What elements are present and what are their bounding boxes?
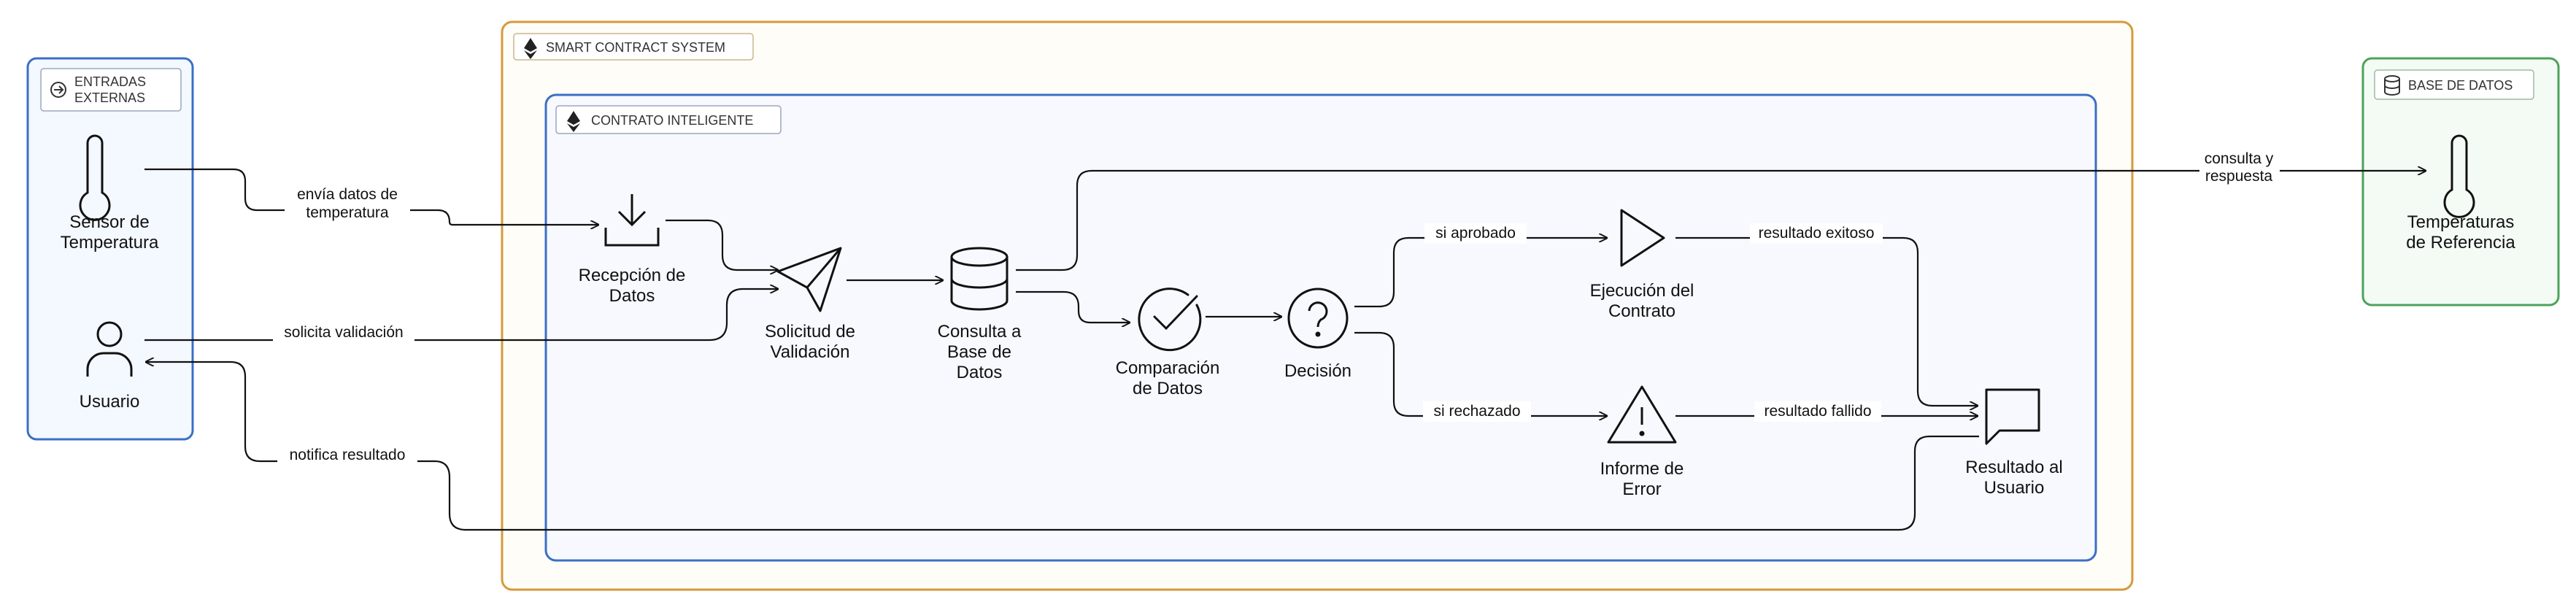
node-reference-label-line1: Temperaturas: [2407, 212, 2515, 232]
external-inputs-title-line2: EXTERNAS: [74, 90, 145, 105]
edge-label-notifies: notifica resultado: [290, 447, 406, 463]
group-smart-contract: CONTRATO INTELIGENTE: [544, 93, 2097, 562]
edge-labels: envía datos de temperatura solicita vali…: [273, 147, 2280, 467]
node-decision[interactable]: Decisión: [1284, 288, 1351, 381]
node-compare-label-line2: de Datos: [1133, 379, 1203, 398]
play-icon: [1620, 209, 1665, 267]
node-execution-label-line1: Ejecución del: [1590, 281, 1694, 301]
edge-reception-to-validation: [666, 219, 778, 270]
node-sensor-label-line1: Sensor de: [69, 212, 149, 232]
node-reception-label-line2: Datos: [609, 286, 655, 306]
edge-query-to-compare: [1016, 290, 1130, 323]
node-query[interactable]: Consulta a Base de Datos: [938, 247, 1022, 382]
arrow-right-circle-icon: [50, 82, 66, 98]
node-result-label-line1: Resultado al: [1965, 458, 2062, 477]
download-icon: [604, 194, 660, 247]
node-error-label-line1: Informe de: [1600, 459, 1684, 479]
node-reception-label-line1: Recepción de: [579, 266, 686, 285]
edge-decision-to-error: [1354, 331, 1607, 416]
edge-label-success: resultado exitoso: [1759, 225, 1875, 242]
edges: [144, 168, 2426, 531]
external-inputs-title-line1: ENTRADAS: [74, 74, 146, 89]
node-error-label-line2: Error: [1622, 479, 1661, 499]
edge-execution-to-result: [1675, 236, 1978, 406]
node-sensor[interactable]: Sensor de Temperatura: [61, 134, 159, 252]
edge-decision-to-execution: [1354, 238, 1607, 308]
node-result-label-line2: Usuario: [1984, 478, 2045, 498]
smart-contract-system-title: SMART CONTRACT SYSTEM: [546, 40, 725, 55]
node-error[interactable]: Informe de Error: [1600, 385, 1684, 499]
node-user-label: Usuario: [80, 392, 140, 412]
edge-label-failed: resultado fallido: [1764, 403, 1871, 420]
database-icon: [950, 247, 1009, 311]
message-square-icon: [1985, 388, 2040, 445]
check-circle-icon: [1138, 288, 1202, 352]
edge-label-query-response-line1: consulta y: [2205, 150, 2274, 167]
node-reception[interactable]: Recepción de Datos: [579, 194, 686, 306]
node-validation-label-line2: Validación: [771, 342, 850, 362]
edge-label-rejected: si rechazado: [1433, 403, 1520, 420]
help-circle-icon: [1287, 288, 1349, 349]
group-database: BASE DE DATOS: [2361, 57, 2560, 306]
node-query-label-line2: Base de: [947, 342, 1011, 362]
node-result[interactable]: Resultado al Usuario: [1965, 388, 2063, 498]
database-icon: [2384, 75, 2400, 96]
edge-sensor-to-reception: [144, 168, 598, 225]
edge-label-sends-data-line2: temperatura: [306, 204, 389, 221]
edge-result-to-user: [146, 362, 1979, 531]
user-icon: [86, 321, 133, 377]
node-reference[interactable]: Temperaturas de Referencia: [2406, 134, 2515, 252]
ethereum-icon: [524, 38, 537, 59]
node-user[interactable]: Usuario: [80, 321, 140, 412]
smart-contract-title: CONTRATO INTELIGENTE: [591, 113, 753, 128]
node-decision-label: Decisión: [1284, 361, 1351, 381]
ethereum-icon: [567, 111, 580, 132]
smart-contract-system-title-box: SMART CONTRACT SYSTEM: [513, 33, 754, 61]
edge-user-to-validation: [144, 289, 778, 342]
edge-query-to-reference: [1016, 171, 2426, 271]
node-query-label-line1: Consulta a: [938, 322, 1022, 342]
database-title-box: BASE DE DATOS: [2374, 69, 2534, 100]
edge-label-sends-data-line1: envía datos de: [297, 186, 398, 203]
node-execution-label-line2: Contrato: [1608, 301, 1675, 321]
smart-contract-title-box: CONTRATO INTELIGENTE: [555, 105, 782, 134]
node-sensor-label-line2: Temperatura: [61, 233, 159, 252]
node-query-label-line3: Datos: [957, 363, 1003, 382]
group-external-inputs: ENTRADAS EXTERNAS: [26, 57, 194, 441]
thermometer-icon: [79, 134, 111, 221]
alert-triangle-icon: [1607, 385, 1677, 444]
edge-label-requests-validation: solicita validación: [284, 324, 403, 341]
edge-label-approved: si aprobado: [1435, 225, 1516, 242]
send-icon: [776, 247, 842, 312]
node-compare-label-line1: Comparación: [1116, 358, 1220, 378]
node-reference-label-line2: de Referencia: [2406, 233, 2515, 252]
external-inputs-title-box: ENTRADAS EXTERNAS: [40, 68, 182, 112]
node-compare[interactable]: Comparación de Datos: [1116, 288, 1220, 398]
database-title: BASE DE DATOS: [2408, 78, 2513, 93]
edge-label-query-response-line2: respuesta: [2205, 168, 2273, 185]
node-validation[interactable]: Solicitud de Validación: [765, 247, 855, 362]
node-validation-label-line1: Solicitud de: [765, 322, 855, 342]
thermometer-icon: [2443, 134, 2475, 218]
node-execution[interactable]: Ejecución del Contrato: [1590, 209, 1694, 321]
